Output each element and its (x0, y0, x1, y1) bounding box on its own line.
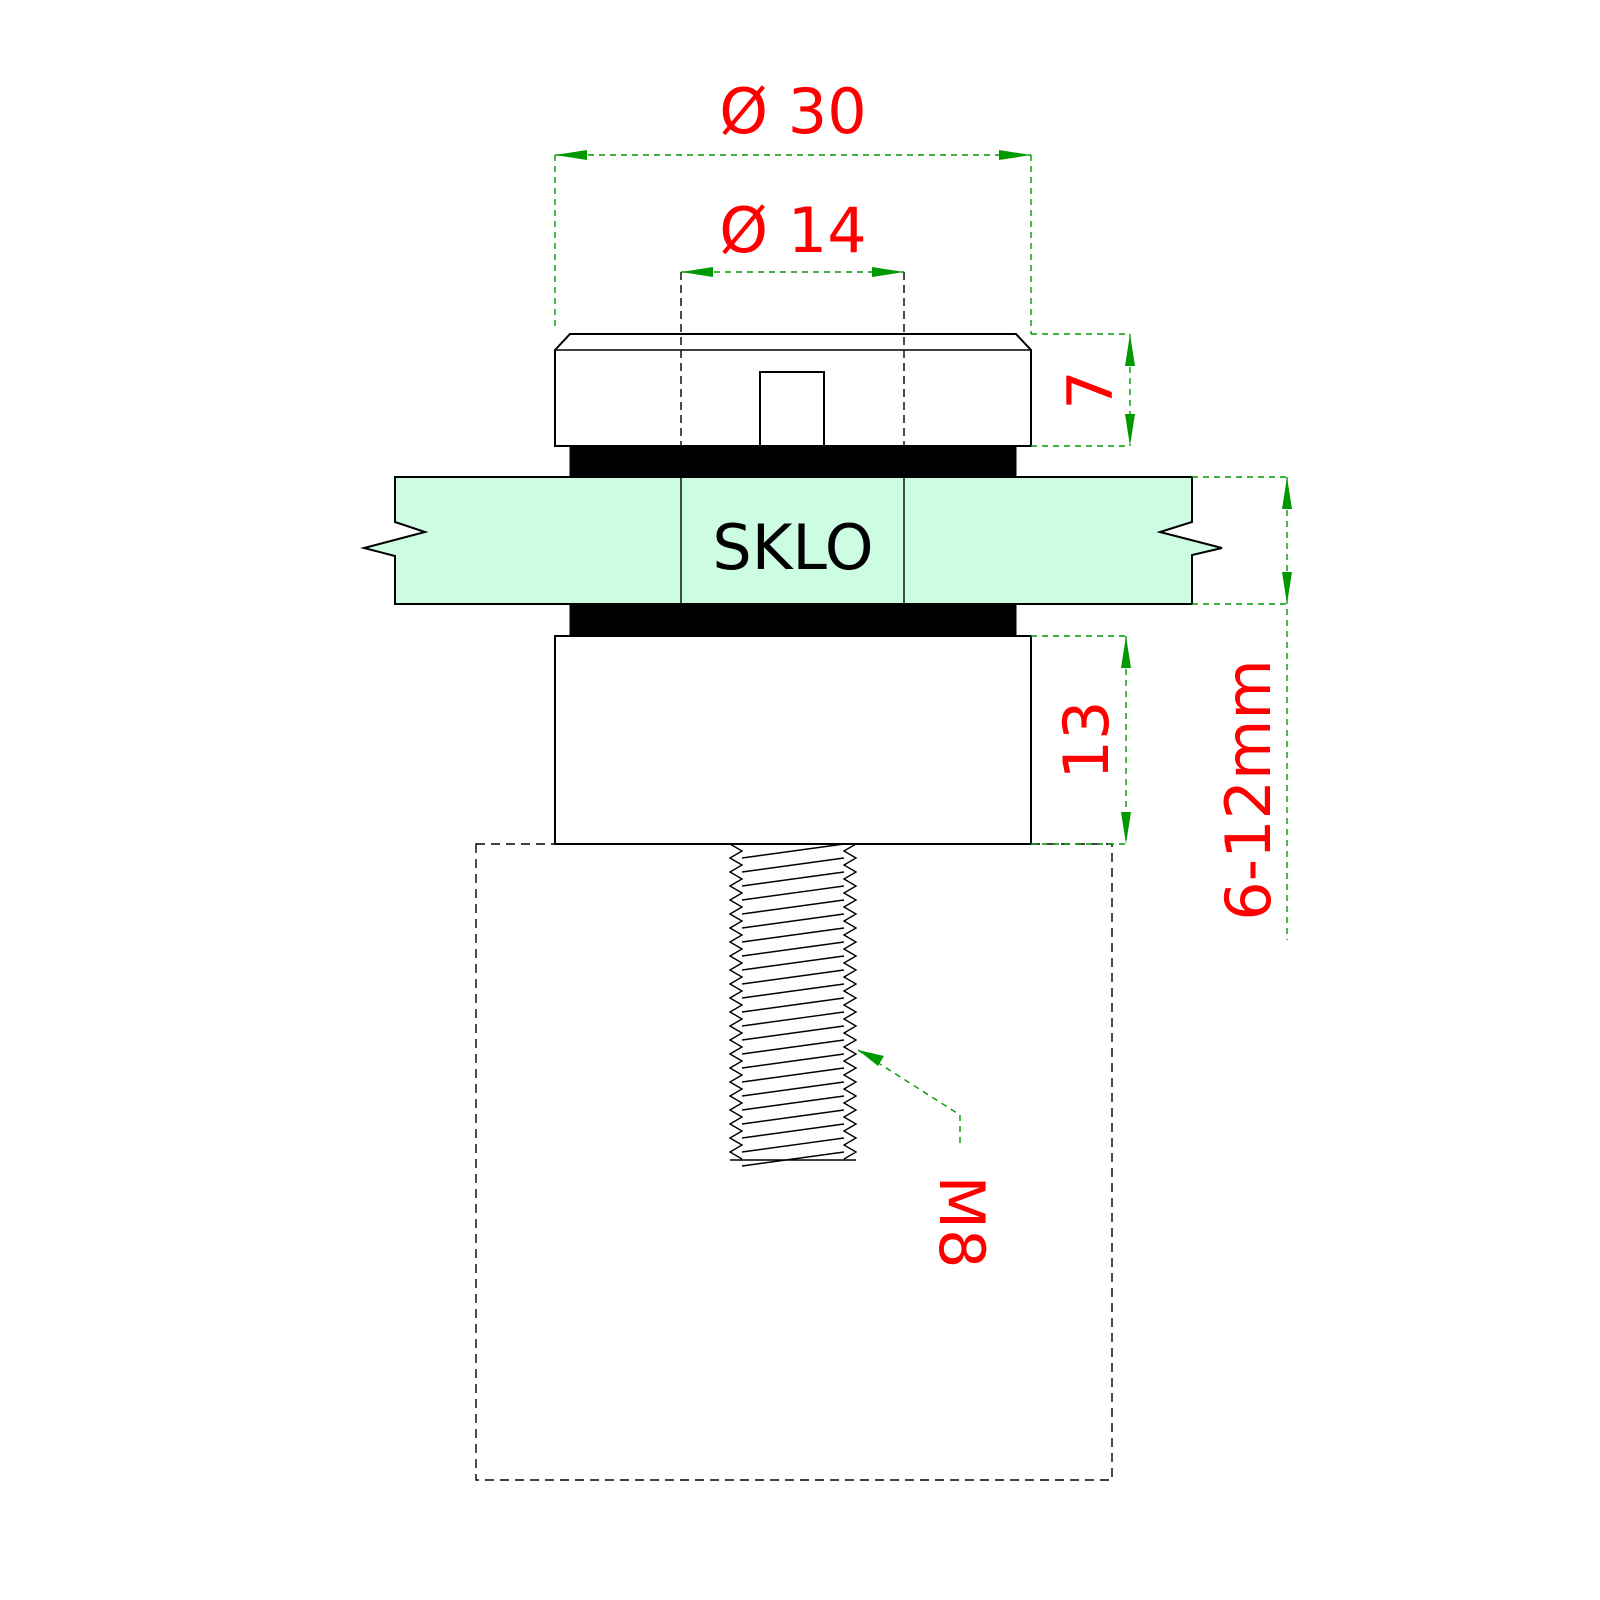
thread-line (741, 1081, 845, 1097)
thread-profile-right (842, 843, 858, 1160)
inner-diameter-label: Ø 14 (719, 194, 866, 267)
substrate-hidden-outline (475, 843, 1113, 1481)
thread-line (741, 1039, 845, 1055)
thread-line (741, 1137, 845, 1153)
thread-line (741, 1025, 845, 1041)
thread-line (741, 983, 845, 999)
thread-profile-left (728, 843, 744, 1160)
thread-line (741, 1095, 845, 1111)
thread-line (741, 1151, 845, 1167)
thread-line (741, 1011, 845, 1027)
thread-line (741, 843, 845, 859)
thread-line (741, 969, 845, 985)
thread-line (741, 1053, 845, 1069)
thread-line (741, 913, 845, 929)
dimension-outer-diameter: Ø 30 (554, 75, 1032, 334)
thread-line (741, 857, 845, 873)
thread-line (741, 899, 845, 915)
thread-line (741, 1067, 845, 1083)
thread-line (741, 941, 845, 957)
thread-line (741, 885, 845, 901)
thread-line (741, 871, 845, 887)
upper-gasket (569, 445, 1017, 478)
thread-line (741, 927, 845, 943)
glass-thickness-label: 6-12mm (1212, 659, 1285, 921)
lower-gasket (569, 603, 1017, 637)
thread-label: M8 (925, 1176, 998, 1269)
outer-diameter-label: Ø 30 (719, 75, 866, 148)
base-body (554, 635, 1032, 845)
thread-callout: M8 (857, 1049, 998, 1269)
dimension-base-height: 13 (1031, 635, 1131, 845)
cap-slot (759, 371, 825, 447)
dimension-cap-height: 7 (1031, 333, 1135, 447)
base-height-label: 13 (1050, 701, 1123, 780)
thread-line (741, 1109, 845, 1125)
glass-label: SKLO (712, 511, 873, 584)
dimension-glass-thickness: 6-12mm (1192, 476, 1292, 940)
dimension-inner-diameter: Ø 14 (681, 194, 904, 277)
thread-line (741, 955, 845, 971)
threaded-stud (728, 843, 858, 1167)
thread-line (741, 997, 845, 1013)
cap-height-label: 7 (1054, 370, 1127, 409)
thread-line (741, 1123, 845, 1139)
